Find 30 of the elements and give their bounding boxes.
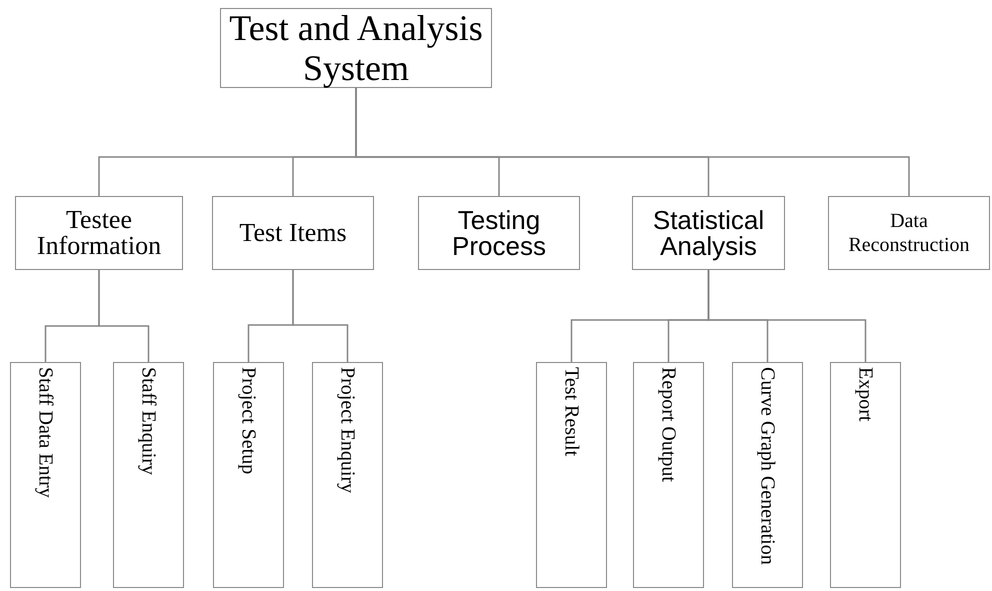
- box-label: Project Enquiry: [336, 367, 358, 494]
- box-label: Test Items: [239, 220, 347, 246]
- module-box: [418, 196, 580, 270]
- box-label: Report Output: [658, 367, 680, 482]
- module-box: [632, 196, 785, 270]
- module-box: [828, 196, 990, 270]
- connector-line: [708, 270, 866, 362]
- function-box: [312, 362, 383, 588]
- box-label: Testing Process: [451, 207, 547, 259]
- connector-line: [292, 270, 348, 362]
- function-box: [113, 362, 184, 588]
- connector-line: [98, 270, 150, 362]
- box-label: Staff Data Entry: [34, 367, 56, 498]
- box-label: Testee Information: [36, 207, 162, 259]
- module-box: [15, 196, 183, 270]
- function-box: [10, 362, 81, 588]
- function-box: [732, 362, 803, 588]
- function-box: [633, 362, 704, 588]
- module-box: [212, 196, 374, 270]
- box-label: Project Setup: [238, 367, 260, 474]
- box-label: Curve Graph Generation: [756, 367, 778, 565]
- box-label: Test Result: [560, 367, 582, 456]
- function-box: [213, 362, 284, 588]
- function-box: [830, 362, 901, 588]
- function-box: [536, 362, 607, 588]
- box-label: Statistical Analysis: [652, 207, 766, 259]
- box-label: Staff Enquiry: [138, 367, 160, 475]
- box-label: Export: [854, 367, 876, 422]
- box-label: Data Reconstruction: [847, 209, 971, 257]
- box-label: Test and Analysis System: [228, 8, 484, 88]
